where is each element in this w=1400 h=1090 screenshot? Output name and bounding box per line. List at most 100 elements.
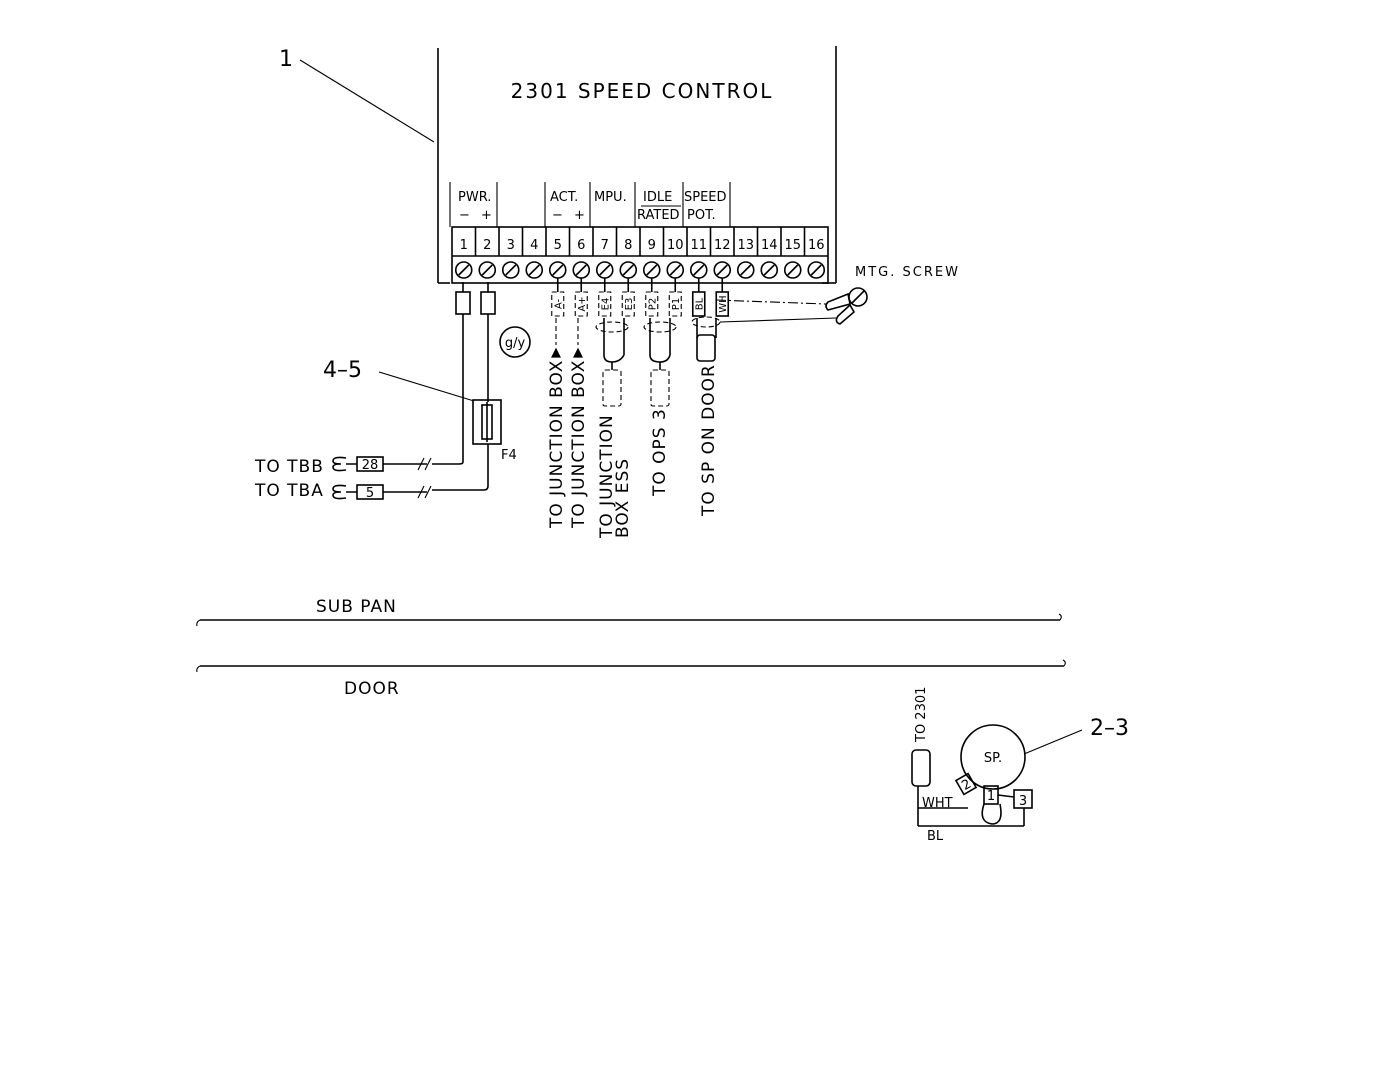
terminal-number: 11 <box>690 238 707 253</box>
sub-pan-line: SUB PAN <box>196 597 1062 627</box>
act-label: ACT. <box>550 190 578 205</box>
terminal-screw <box>478 261 497 279</box>
power-wiring: F4 28 TO TBB 5 TO TBA g/y <box>254 282 531 501</box>
to-tbb-label: TO TBB <box>254 457 324 477</box>
svg-text:1: 1 <box>987 789 995 804</box>
fuse-f4: F4 <box>472 399 517 463</box>
wire-marker-label: E3 <box>624 298 635 311</box>
terminal-number: 2 <box>483 238 491 253</box>
terminal-number: 9 <box>648 238 656 253</box>
terminal-screw <box>501 261 520 279</box>
to-2301-label: TO 2301 <box>914 687 929 743</box>
wire-marker <box>574 291 588 317</box>
callout-4-5-label: 4–5 <box>323 358 362 383</box>
rated-label: RATED <box>637 208 680 223</box>
terminal-screw <box>783 261 802 279</box>
terminal-number: 5 <box>554 238 562 253</box>
terminal-number: 4 <box>530 238 538 253</box>
tba-spade-lug <box>332 484 357 500</box>
act-arrow-2: ▲ <box>573 345 583 360</box>
terminal-number: 15 <box>784 238 801 253</box>
dest-ops: TO OPS 3 <box>650 408 670 497</box>
wire-marker-label: P1 <box>671 298 682 310</box>
callout-2-3-label: 2–3 <box>1090 716 1129 741</box>
control-title: 2301 SPEED CONTROL <box>511 79 774 103</box>
terminal-number: 13 <box>737 238 754 253</box>
dest-mpu-line2: BOX ESS <box>613 458 633 538</box>
svg-text:3: 3 <box>1019 794 1027 809</box>
mounting-screw: MTG. SCREW <box>715 265 960 325</box>
terminal-screw <box>525 261 544 279</box>
door-line: DOOR <box>196 659 1066 699</box>
terminal-number: 6 <box>577 238 585 253</box>
pot-bl-label: BL <box>927 829 944 844</box>
dest-mpu-line1: TO JUNCTION <box>597 414 617 539</box>
wire-marker <box>668 291 682 317</box>
tba-tag: 5 <box>366 486 374 501</box>
terminal-screw <box>736 261 755 279</box>
terminal-number: 7 <box>601 238 609 253</box>
door-label: DOOR <box>344 679 400 699</box>
terminal-number: 1 <box>460 238 468 253</box>
terminal-screw <box>454 261 473 279</box>
act-plus-label: + <box>574 208 585 223</box>
mtg-screw-label: MTG. SCREW <box>855 265 960 280</box>
pot-terminal-3: 3 <box>1013 789 1033 809</box>
sub-pan-label: SUB PAN <box>316 597 397 617</box>
wire-marker-label: P2 <box>647 298 658 310</box>
ground-tag: g/y <box>505 336 526 351</box>
speed-control-enclosure: 2301 SPEED CONTROL <box>437 46 837 284</box>
callout-fuse: 4–5 <box>323 358 475 402</box>
speed-pot: TO 2301 SP. 2 1 3 WHT BL <box>911 687 1033 844</box>
dest-sp: TO SP ON DOOR <box>699 364 719 517</box>
callout-control: 1 <box>279 47 435 143</box>
callout-1-label: 1 <box>279 47 293 72</box>
terminal-number: 14 <box>761 238 778 253</box>
wire-marker-label: A- <box>553 298 564 309</box>
dest-act-minus: TO JUNCTION BOX <box>547 360 567 529</box>
tbb-tag: 28 <box>362 458 379 473</box>
act-minus-label: − <box>552 208 563 223</box>
to-tba-label: TO TBA <box>254 481 324 501</box>
mpu-label: MPU. <box>594 190 627 205</box>
act-arrow-1: ▲ <box>551 345 561 360</box>
terminal-screw <box>807 261 826 279</box>
callout-speed-pot: 2–3 <box>1023 716 1129 755</box>
terminal-number: 10 <box>667 238 684 253</box>
idle-label: IDLE <box>643 190 672 205</box>
terminal-number: 16 <box>808 238 825 253</box>
wire-marker <box>621 291 635 317</box>
wire-marker-label: E4 <box>600 298 611 311</box>
wire-marker-label: BL <box>694 297 705 310</box>
wire-marker-label: WH <box>718 295 729 312</box>
terminal-number: 8 <box>624 238 632 253</box>
pot-terminal-2: 2 <box>954 772 978 796</box>
wire-marker <box>691 291 706 317</box>
pwr-label: PWR. <box>458 190 491 205</box>
pot-cable-connector <box>911 749 931 787</box>
wire-markers: A- A+ E4 E3 P2 P1 BL WH <box>551 278 730 317</box>
terminal-number: 12 <box>714 238 731 253</box>
speed-label: SPEED <box>684 190 727 205</box>
terminal-group-headers: PWR. − + ACT. − + MPU. IDLE RATED SPEED … <box>449 182 731 227</box>
wire-marker <box>598 291 612 317</box>
wire-marker <box>645 291 659 317</box>
pot-wht-label: WHT <box>922 796 953 811</box>
wire-marker-label: A+ <box>577 296 588 311</box>
tbb-spade-lug <box>332 456 357 472</box>
wire-marker <box>551 291 565 317</box>
ground-tag-circle <box>499 326 531 358</box>
terminal-number: 3 <box>507 238 515 253</box>
signal-wiring <box>555 316 721 407</box>
pot-label: POT. <box>687 208 716 223</box>
fuse-label: F4 <box>501 448 517 463</box>
pwr-minus-label: − <box>459 208 470 223</box>
dest-act-plus: TO JUNCTION BOX <box>569 360 589 529</box>
pot-body <box>960 724 1026 790</box>
pwr-plus-label: + <box>481 208 492 223</box>
terminal-screw <box>760 261 779 279</box>
pot-sp-label: SP. <box>984 751 1002 766</box>
wire-marker <box>715 291 730 317</box>
